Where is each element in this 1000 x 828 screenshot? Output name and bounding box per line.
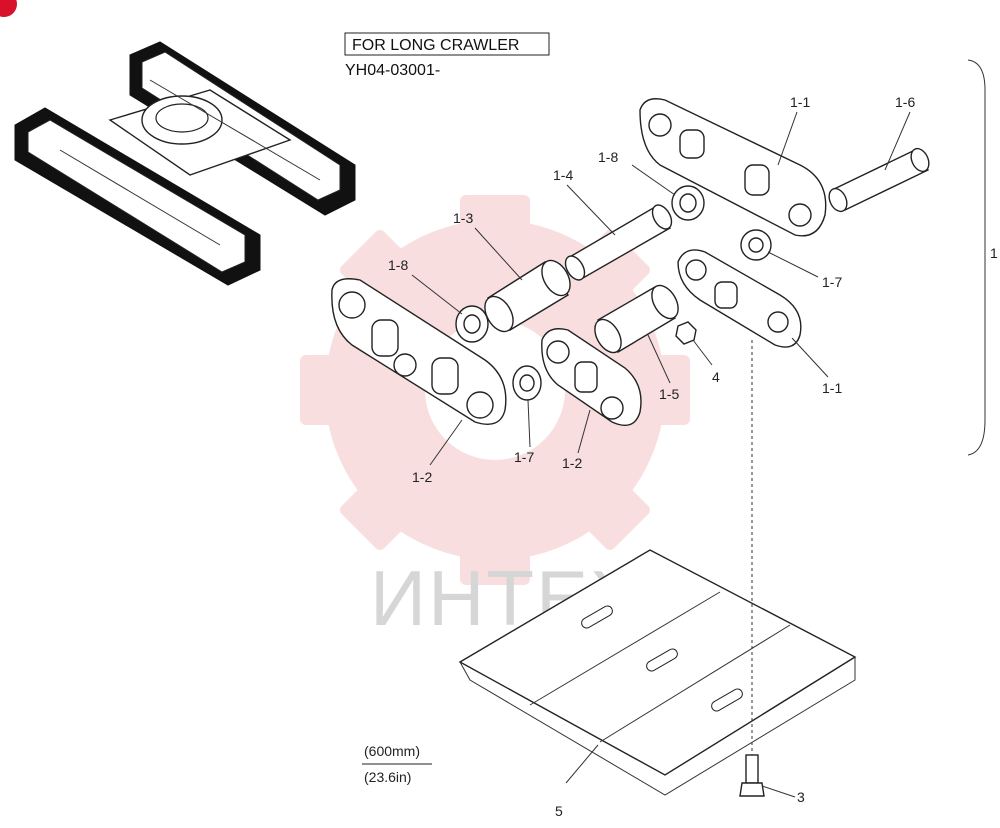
red-circle-badge-icon	[0, 0, 17, 17]
header-title: FOR LONG CRAWLER	[352, 37, 519, 54]
callout-3: 3	[797, 789, 805, 805]
pin-part-1-6	[828, 147, 930, 213]
link-part-1-2-left	[331, 278, 507, 425]
pin-part-1-4	[564, 204, 673, 281]
dimension-imperial: (23.6in)	[364, 769, 411, 785]
crawler-undercarriage-illustration	[14, 41, 356, 286]
bushing-part-1-5	[594, 284, 679, 354]
callout-1-7-right: 1-7	[822, 274, 842, 290]
callout-1-1-upper: 1-1	[790, 94, 810, 110]
callout-1-8-left: 1-8	[388, 257, 408, 273]
callout-1-7-lower: 1-7	[514, 449, 534, 465]
bolt-part-3	[739, 754, 765, 797]
bushing-part-1-3	[484, 259, 571, 333]
callout-1-8-upper: 1-8	[598, 149, 618, 165]
callout-1-3: 1-3	[453, 210, 473, 226]
link-part-1-1-upper	[639, 98, 827, 237]
group-bracket	[967, 59, 986, 456]
callout-1-2-left: 1-2	[412, 469, 432, 485]
nut-part-4	[675, 321, 697, 345]
callout-5: 5	[555, 803, 563, 819]
dimension-metric: (600mm)	[364, 743, 420, 759]
callout-1-2-middle: 1-2	[562, 455, 582, 471]
seal-part-1-7-lower	[512, 365, 542, 401]
callout-1-group: 1	[990, 245, 998, 261]
watermark-gear-icon	[300, 195, 690, 585]
seal-part-1-8-left	[455, 305, 489, 343]
callout-4: 4	[712, 369, 720, 385]
leader-lines	[411, 111, 911, 798]
callout-1-1-lower: 1-1	[822, 380, 842, 396]
callout-1-4: 1-4	[553, 167, 573, 183]
callout-1-5: 1-5	[659, 386, 679, 402]
serial-number: YH04-03001-	[345, 62, 440, 79]
seal-part-1-7-right	[740, 229, 772, 261]
link-part-1-1-lower	[677, 249, 802, 348]
header-box	[344, 32, 550, 56]
seal-part-1-8-upper	[671, 185, 705, 221]
callout-1-6: 1-6	[895, 94, 915, 110]
track-shoe-part-5	[458, 549, 857, 796]
link-part-1-2-middle	[541, 328, 642, 426]
